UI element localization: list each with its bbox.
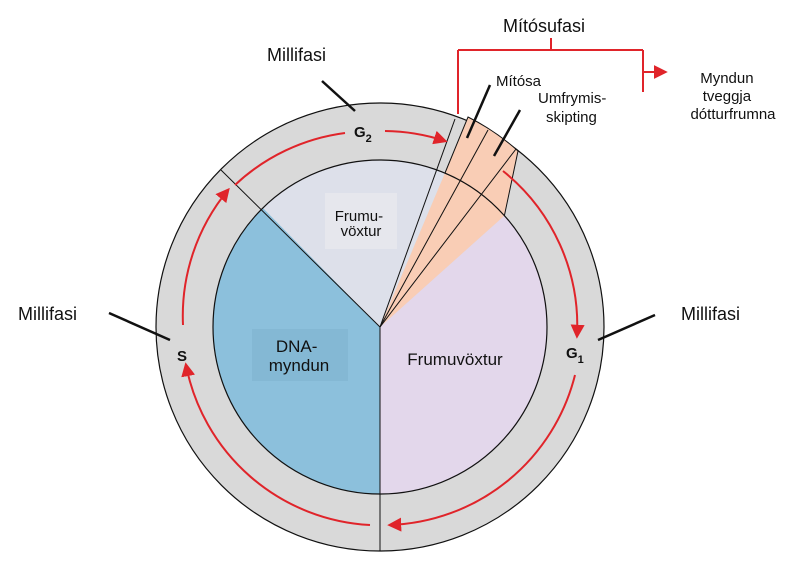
svg-text:Myndun tveggja dótturf: Myndun tveggja dótturfrumna bbox=[690, 70, 776, 123]
s-label: S bbox=[177, 348, 187, 365]
cytokinesis-pointer bbox=[492, 109, 522, 157]
mitotic-phase-bracket bbox=[457, 38, 668, 114]
growth-g2-line2: vöxtur bbox=[341, 223, 382, 240]
mitosis-wedge-outer bbox=[444, 116, 519, 217]
interphase-right-pointer bbox=[597, 313, 656, 342]
mitosis-pointer bbox=[465, 84, 492, 139]
g1-subscript: 1 bbox=[578, 354, 584, 366]
g1-label: G bbox=[566, 345, 578, 362]
cytokinesis-line1: Umfrymis- bbox=[538, 90, 606, 107]
g1-sector bbox=[380, 215, 547, 494]
mitosis-sector-line-3 bbox=[379, 148, 517, 328]
mitosis-wedge-inner bbox=[380, 173, 505, 327]
arrow-s-to-g2 bbox=[181, 187, 230, 326]
svg-text:G2: G2 bbox=[354, 124, 372, 145]
growth-g1-label: Frumuvöxtur bbox=[407, 350, 503, 369]
interphase-left-label: Millifasi bbox=[18, 304, 77, 324]
g2-label: G bbox=[354, 124, 366, 141]
daughter-line2: tveggja bbox=[703, 88, 752, 105]
divider-s-g2 bbox=[220, 169, 381, 328]
growth-g2-box bbox=[325, 193, 397, 249]
mitosis-sector-line-2 bbox=[379, 129, 489, 328]
dna-synthesis-box bbox=[252, 329, 348, 381]
arrow-g2-to-mitosis bbox=[384, 130, 448, 145]
daughter-line1: Myndun bbox=[700, 70, 753, 87]
arrow-bottom-to-s bbox=[181, 362, 371, 526]
cycle-arrows bbox=[181, 130, 585, 532]
svg-text:Frumu- vöxtur: Frumu- vöxtur bbox=[335, 208, 388, 240]
interphase-top-pointer bbox=[321, 80, 356, 112]
dna-line2: myndun bbox=[269, 356, 329, 375]
interphase-right-label: Millifasi bbox=[681, 304, 740, 324]
interphase-left-pointer bbox=[108, 311, 171, 342]
svg-text:G1: G1 bbox=[566, 345, 584, 366]
mitosis-sector-line-1 bbox=[379, 118, 456, 328]
g2-subscript: 2 bbox=[366, 133, 372, 145]
arrow-to-g1 bbox=[502, 170, 585, 339]
daughter-line3: dótturfrumna bbox=[690, 106, 776, 123]
svg-text:Umfrymis- skipting: Umfrymis- skipting bbox=[538, 90, 611, 126]
growth-g2-line1: Frumu- bbox=[335, 208, 383, 225]
mitotic-phase-label: Mítósufasi bbox=[503, 16, 585, 36]
arrow-g2-top bbox=[234, 132, 346, 186]
svg-text:DNA- myndun: DNA- myndun bbox=[269, 337, 329, 375]
cytokinesis-line2: skipting bbox=[546, 109, 597, 126]
interphase-top-label: Millifasi bbox=[267, 45, 326, 65]
dna-line1: DNA- bbox=[276, 337, 318, 356]
mitosis-label: Mítósa bbox=[496, 73, 542, 90]
arrow-g1-to-bottom bbox=[387, 374, 576, 532]
